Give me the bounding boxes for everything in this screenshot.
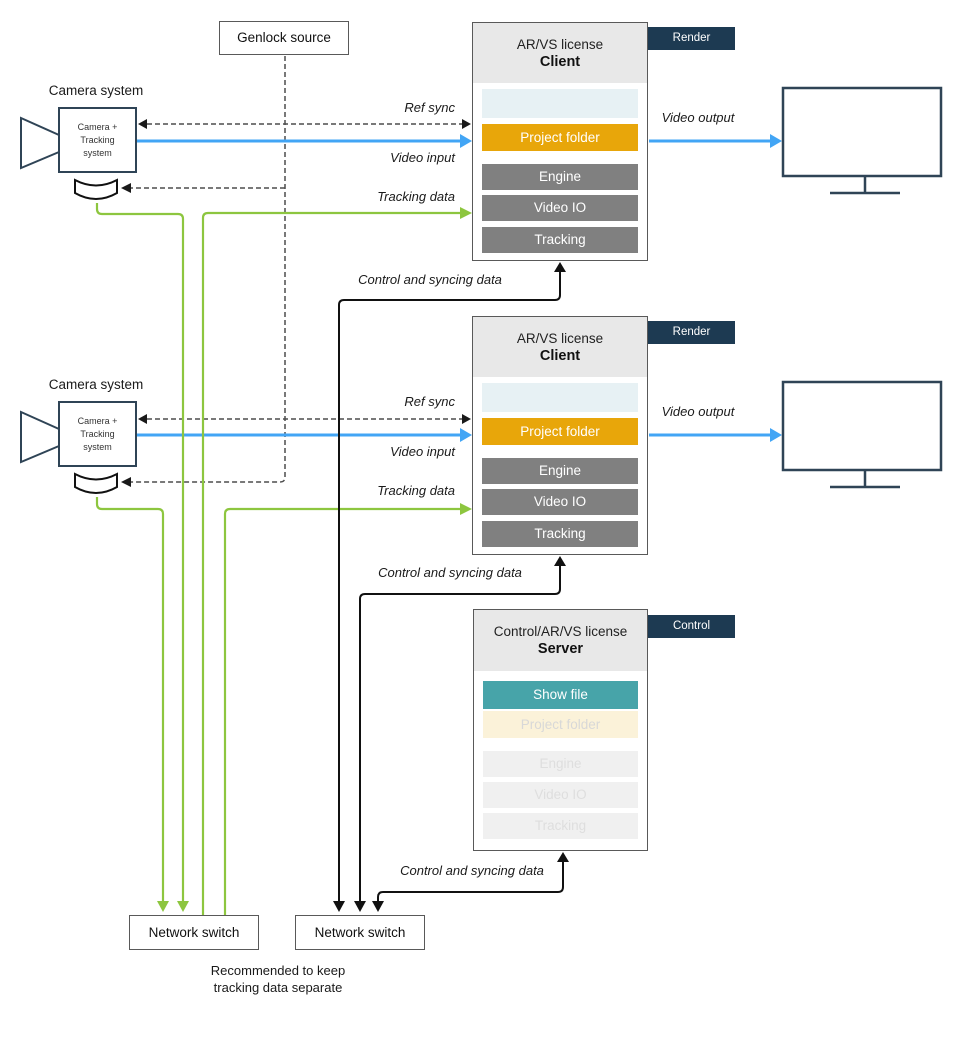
network-switch-label-1: Network switch bbox=[148, 925, 240, 940]
server-row-tracking: Tracking bbox=[483, 813, 638, 839]
genlock-to-camera1-line bbox=[121, 183, 285, 193]
server-row-project-folder: Project folder bbox=[483, 711, 638, 738]
client-1-row-tracking: Tracking bbox=[482, 227, 638, 253]
tracking-in-line-1 bbox=[201, 207, 472, 916]
camera-system-title-2: Camera system bbox=[48, 377, 144, 392]
client-1-row-engine: Engine bbox=[482, 164, 638, 190]
control-sync-label-2: Control and syncing data bbox=[378, 565, 522, 580]
client-1-row-project-folder: Project folder bbox=[482, 124, 638, 151]
client-2-row-video-io: Video IO bbox=[482, 489, 638, 515]
video-input-line-2 bbox=[137, 428, 472, 442]
tracking-data-label-2: Tracking data bbox=[377, 483, 455, 498]
ref-sync-label-2: Ref sync bbox=[404, 394, 455, 409]
monitor-icon-2 bbox=[781, 380, 943, 489]
server-row-show-file: Show file bbox=[483, 681, 638, 709]
genlock-source-label: Genlock source bbox=[237, 30, 331, 45]
network-switch-box-1: Network switch bbox=[129, 915, 259, 950]
client-1-license: AR/VS license bbox=[516, 36, 604, 52]
video-input-line-1 bbox=[137, 134, 472, 148]
control-line-client2 bbox=[354, 556, 566, 912]
genlock-source-box: Genlock source bbox=[219, 21, 349, 55]
video-output-label-1: Video output bbox=[661, 110, 735, 125]
client-2-row-empty bbox=[482, 383, 638, 412]
camera-icon-1 bbox=[20, 107, 137, 200]
control-sync-label-1: Control and syncing data bbox=[358, 272, 502, 287]
client-1-role: Client bbox=[539, 53, 581, 70]
server-license: Control/AR/VS license bbox=[493, 624, 628, 639]
network-switch-label-2: Network switch bbox=[314, 925, 406, 940]
server-role: Server bbox=[537, 641, 584, 657]
video-input-label-2: Video input bbox=[390, 444, 455, 459]
client-2-role: Client bbox=[539, 347, 581, 364]
video-output-line-2 bbox=[649, 428, 782, 442]
tracking-data-label-1: Tracking data bbox=[377, 189, 455, 204]
ref-sync-line-2 bbox=[138, 414, 471, 424]
video-input-label-1: Video input bbox=[390, 150, 455, 165]
ref-sync-label-1: Ref sync bbox=[404, 100, 455, 115]
control-line-client1 bbox=[333, 262, 566, 912]
genlock-to-camera2-line bbox=[121, 56, 286, 487]
server-row-video-io: Video IO bbox=[483, 782, 638, 808]
render-tag-2: Render bbox=[648, 321, 735, 344]
video-output-label-2: Video output bbox=[661, 404, 735, 419]
tracking-out-line-1 bbox=[95, 203, 189, 912]
client-1-header: AR/VS license Client bbox=[473, 23, 647, 83]
control-line-server bbox=[372, 852, 569, 912]
client-2-row-project-folder: Project folder bbox=[482, 418, 638, 445]
camera-device-label-2: Camera + Tracking system bbox=[77, 415, 118, 452]
camera-system-title-1: Camera system bbox=[48, 83, 144, 98]
server-box: Control/AR/VS license Server Show file P… bbox=[473, 609, 648, 851]
camera-icon-2 bbox=[20, 401, 137, 494]
client-2-license: AR/VS license bbox=[516, 330, 604, 346]
monitor-icon-1 bbox=[781, 86, 943, 195]
client-box-2: AR/VS license Client Project folder Engi… bbox=[472, 316, 648, 555]
client-2-header: AR/VS license Client bbox=[473, 317, 647, 377]
server-header: Control/AR/VS license Server bbox=[474, 610, 647, 671]
tracking-ring-icon-2 bbox=[74, 472, 118, 494]
video-output-line-1 bbox=[649, 134, 782, 148]
tracking-ring-icon-1 bbox=[74, 178, 118, 200]
control-sync-label-3: Control and syncing data bbox=[400, 863, 544, 878]
client-1-row-video-io: Video IO bbox=[482, 195, 638, 221]
control-tag: Control bbox=[648, 615, 735, 638]
network-switch-box-2: Network switch bbox=[295, 915, 425, 950]
ref-sync-line-1 bbox=[138, 119, 471, 129]
tracking-out-line-2 bbox=[95, 497, 169, 912]
tracking-recommendation-caption: Recommended to keep tracking data separa… bbox=[210, 963, 346, 995]
client-2-row-tracking: Tracking bbox=[482, 521, 638, 547]
camera-device-label-1: Camera + Tracking system bbox=[77, 121, 118, 158]
client-1-row-empty bbox=[482, 89, 638, 118]
tracking-in-line-2 bbox=[223, 503, 472, 916]
server-row-engine: Engine bbox=[483, 751, 638, 777]
client-2-row-engine: Engine bbox=[482, 458, 638, 484]
client-box-1: AR/VS license Client Project folder Engi… bbox=[472, 22, 648, 261]
render-tag-1: Render bbox=[648, 27, 735, 50]
